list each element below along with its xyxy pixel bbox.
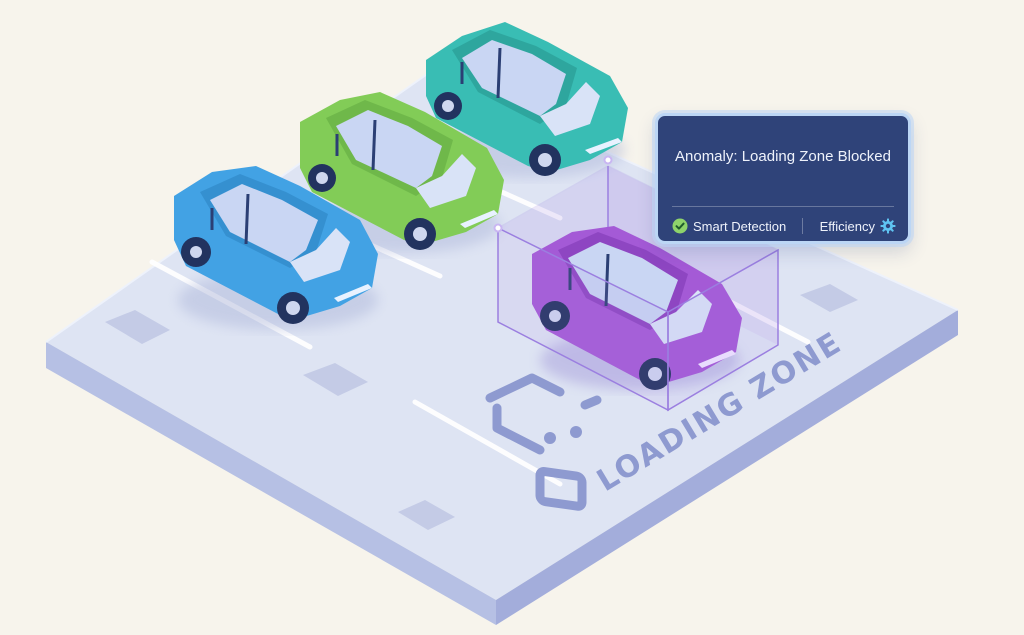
footer-separator <box>802 218 804 234</box>
car-teal <box>426 22 628 178</box>
connector-dots <box>493 155 613 233</box>
ground-markers <box>105 284 858 530</box>
efficiency-label: Efficiency <box>819 218 875 234</box>
smart-detection-label: Smart Detection <box>693 218 787 234</box>
alert-divider <box>672 206 894 207</box>
alert-footer: Smart Detection Efficiency <box>672 215 896 237</box>
car-blue <box>174 166 378 330</box>
car-green <box>300 92 504 253</box>
efficiency-button[interactable]: Efficiency <box>820 218 896 234</box>
anomaly-alert-card[interactable]: Anomaly: Loading Zone Blocked Smart Dete… <box>655 113 911 244</box>
gear-icon <box>880 218 896 234</box>
anomaly-bounding-box-front <box>497 226 779 412</box>
smart-detection-button[interactable]: Smart Detection <box>672 218 786 234</box>
check-circle-icon <box>672 218 688 234</box>
alert-title: Anomaly: Loading Zone Blocked <box>675 148 891 165</box>
truck-loading-icon <box>485 373 602 511</box>
